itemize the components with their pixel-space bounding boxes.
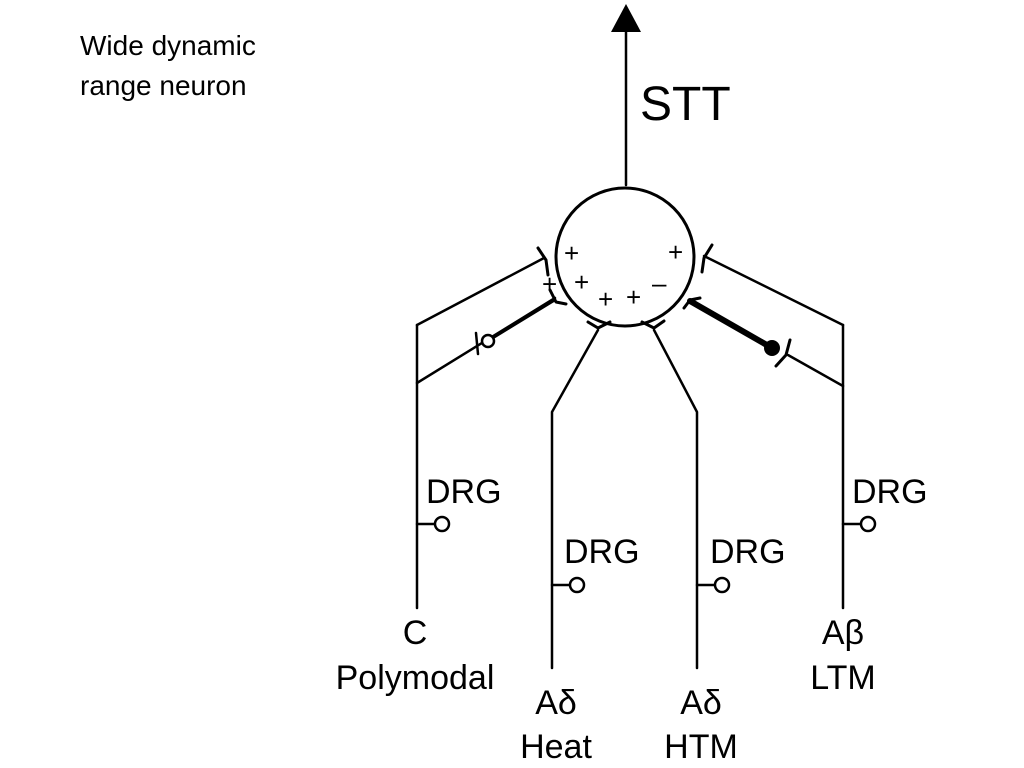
stt-label: STT bbox=[640, 78, 731, 131]
c-fiber-drg-label: DRG bbox=[426, 473, 502, 511]
c-fiber-direct-branch bbox=[415, 256, 546, 327]
abeta-fiber-direct-synapse bbox=[700, 243, 714, 274]
inhibitory-interneuron-soma bbox=[764, 340, 780, 356]
adelta-htm-fiber bbox=[652, 328, 699, 670]
title-line-2: range neuron bbox=[80, 70, 247, 101]
c-fiber-interneuron-terminal bbox=[474, 331, 480, 356]
sign-excitatory-3: + bbox=[574, 267, 589, 297]
title-line-1: Wide dynamic bbox=[80, 30, 256, 61]
sign-excitatory-4: + bbox=[598, 284, 613, 314]
adelta-heat-synapse bbox=[586, 320, 612, 330]
sign-excitatory-5: + bbox=[626, 282, 641, 312]
inhibitory-synapse bbox=[682, 296, 702, 310]
sign-excitatory-6: + bbox=[542, 269, 557, 299]
abeta-drg-label: DRG bbox=[852, 473, 928, 511]
wdr-cell-body bbox=[554, 186, 696, 328]
sign-inhibitory: – bbox=[652, 268, 667, 298]
interneuron-soma bbox=[480, 333, 496, 349]
abeta-drg-body bbox=[859, 515, 877, 533]
abeta-name: Aβ bbox=[822, 614, 864, 652]
adelta-heat-type: Heat bbox=[520, 728, 592, 766]
inhibitory-interneuron-synapse-in bbox=[774, 338, 792, 368]
adelta-heat-drg-body bbox=[568, 576, 586, 594]
adelta-htm-type: HTM bbox=[664, 728, 738, 766]
adelta-heat-drg-label: DRG bbox=[564, 533, 640, 571]
stt-arrowhead bbox=[611, 4, 641, 32]
abeta-type: LTM bbox=[810, 659, 875, 697]
diagram-title: Wide dynamic range neuron bbox=[80, 26, 256, 106]
adelta-htm-drg-body bbox=[713, 576, 731, 594]
adelta-htm-synapse bbox=[640, 319, 666, 330]
abeta-fiber-direct-branch bbox=[702, 254, 845, 327]
abeta-fiber-inhibitory-branch bbox=[786, 353, 845, 388]
interneuron-axon bbox=[486, 298, 557, 343]
adelta-heat-name: Aδ bbox=[535, 684, 577, 722]
sign-excitatory-1: + bbox=[564, 238, 579, 268]
inhibitory-interneuron-axon bbox=[687, 298, 775, 351]
interneuron-synapse bbox=[548, 288, 568, 306]
adelta-htm-drg-label: DRG bbox=[710, 533, 786, 571]
adelta-htm-name: Aδ bbox=[680, 684, 722, 722]
c-fiber-direct-synapse bbox=[536, 246, 550, 277]
c-fiber-type: Polymodal bbox=[336, 659, 495, 697]
c-fiber-drg-body bbox=[433, 515, 451, 533]
sign-excitatory-2: + bbox=[668, 237, 683, 267]
c-fiber-name: C bbox=[403, 614, 428, 652]
adelta-heat-fiber bbox=[550, 328, 600, 670]
